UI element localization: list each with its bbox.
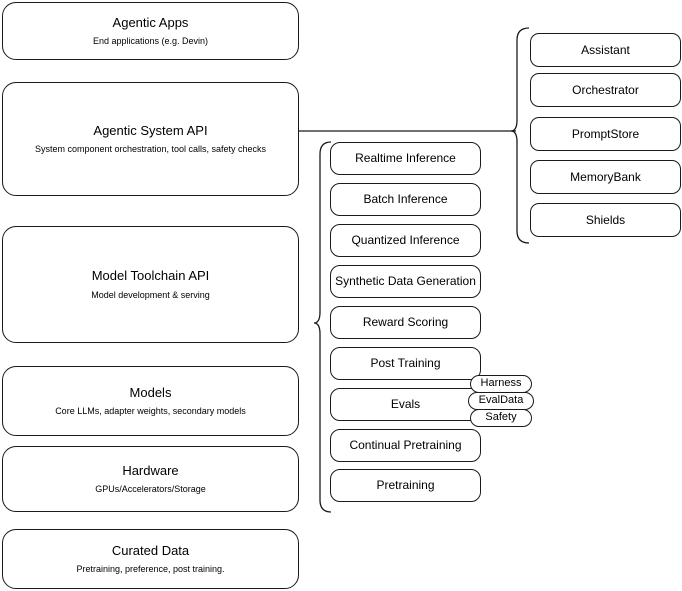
capability-label: Evals xyxy=(390,397,421,411)
eval-subcomponent-safety[interactable]: Safety xyxy=(470,409,532,427)
stack-layer-title: Hardware xyxy=(122,462,179,478)
capability-continual-pretraining[interactable]: Continual Pretraining xyxy=(330,429,481,462)
stack-layer-agentic-apps[interactable]: Agentic Apps End applications (e.g. Devi… xyxy=(2,2,299,60)
eval-subcomponent-label: EvalData xyxy=(478,394,524,407)
capability-post-training[interactable]: Post Training xyxy=(330,347,481,380)
stack-layer-model-toolchain-api[interactable]: Model Toolchain API Model development & … xyxy=(2,226,299,343)
capability-label: Post Training xyxy=(370,356,441,370)
capability-label: Realtime Inference xyxy=(355,151,456,165)
capability-label: Pretraining xyxy=(376,478,435,492)
stack-layer-subtitle: Pretraining, preference, post training. xyxy=(76,564,225,574)
stack-layer-title: Model Toolchain API xyxy=(91,268,210,284)
system-component-label: Assistant xyxy=(581,42,630,57)
capability-realtime-inference[interactable]: Realtime Inference xyxy=(330,142,481,175)
stack-layer-title: Agentic Apps xyxy=(112,14,189,30)
system-component-memorybank[interactable]: MemoryBank xyxy=(530,160,681,194)
stack-layer-agentic-system-api[interactable]: Agentic System API System component orch… xyxy=(2,82,299,196)
eval-subcomponent-label: Harness xyxy=(480,377,522,390)
capability-label: Continual Pretraining xyxy=(349,438,462,452)
toolchain-capabilities-brace xyxy=(313,141,332,513)
eval-subcomponent-label: Safety xyxy=(485,411,517,424)
stack-layer-curated-data[interactable]: Curated Data Pretraining, preference, po… xyxy=(2,529,299,589)
capability-reward-scoring[interactable]: Reward Scoring xyxy=(330,306,481,339)
system-component-label: PromptStore xyxy=(571,126,640,141)
capability-evals[interactable]: Evals xyxy=(330,388,481,421)
stack-layer-title: Agentic System API xyxy=(93,122,208,138)
capability-quantized-inference[interactable]: Quantized Inference xyxy=(330,224,481,257)
stack-layer-hardware[interactable]: Hardware GPUs/Accelerators/Storage xyxy=(2,446,299,512)
system-component-shields[interactable]: Shields xyxy=(530,203,681,237)
stack-layer-title: Curated Data xyxy=(111,542,190,558)
system-component-label: MemoryBank xyxy=(570,169,641,184)
stack-layer-subtitle: System component orchestration, tool cal… xyxy=(34,144,267,154)
system-component-label: Shields xyxy=(585,212,626,227)
capability-label: Quantized Inference xyxy=(351,233,460,247)
stack-layer-models[interactable]: Models Core LLMs, adapter weights, secon… xyxy=(2,366,299,436)
system-component-label: Orchestrator xyxy=(572,82,639,97)
stack-layer-subtitle: End applications (e.g. Devin) xyxy=(92,36,209,46)
capability-pretraining[interactable]: Pretraining xyxy=(330,469,481,502)
stack-layer-subtitle: Core LLMs, adapter weights, secondary mo… xyxy=(55,406,246,416)
capability-label: Synthetic Data Generation xyxy=(335,274,476,288)
system-components-brace xyxy=(510,27,530,244)
capability-label: Batch Inference xyxy=(363,192,448,206)
stack-layer-subtitle: Model development & serving xyxy=(91,289,210,300)
eval-subcomponent-evaldata[interactable]: EvalData xyxy=(468,392,534,410)
system-component-assistant[interactable]: Assistant xyxy=(530,33,681,67)
eval-subcomponent-harness[interactable]: Harness xyxy=(470,375,532,393)
system-component-orchestrator[interactable]: Orchestrator xyxy=(530,73,681,107)
capability-label: Reward Scoring xyxy=(362,315,449,329)
system-component-promptstore[interactable]: PromptStore xyxy=(530,117,681,151)
capability-batch-inference[interactable]: Batch Inference xyxy=(330,183,481,216)
stack-layer-title: Models xyxy=(129,384,172,400)
stack-layer-subtitle: GPUs/Accelerators/Storage xyxy=(95,484,206,494)
capability-synthetic-data-generation[interactable]: Synthetic Data Generation xyxy=(330,265,481,298)
